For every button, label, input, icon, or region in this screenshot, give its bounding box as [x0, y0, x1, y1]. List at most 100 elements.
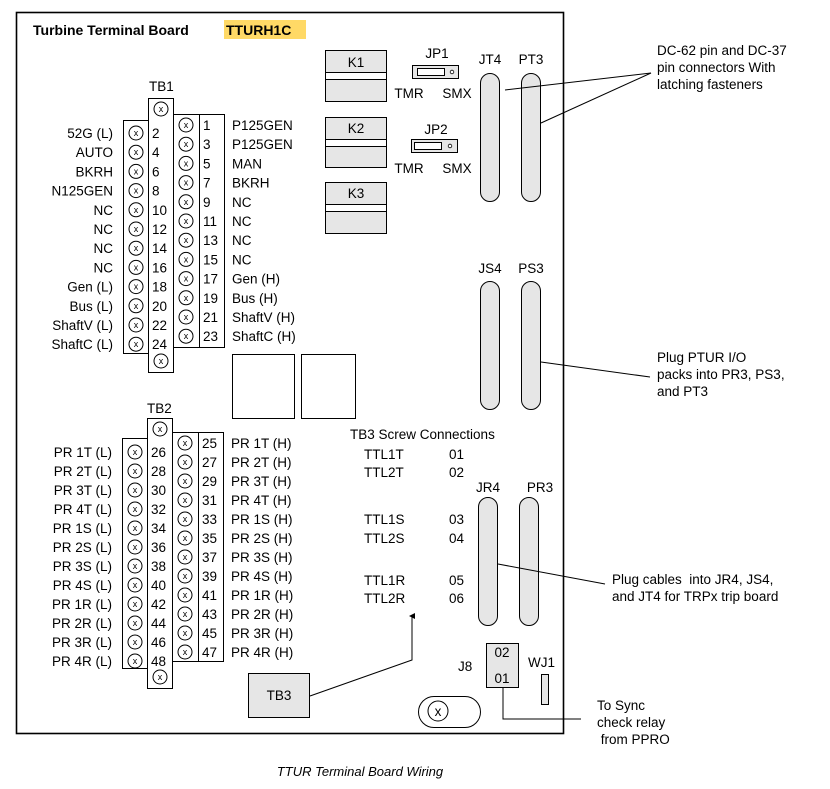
screw-glyph: x — [183, 609, 188, 619]
screw-glyph: x — [133, 618, 138, 628]
terminal-screw[interactable]: x — [177, 435, 193, 451]
terminal-screw[interactable]: x — [178, 136, 194, 152]
annotation-trpx-cables: Plug cables into JR4, JS4,and JT4 for TR… — [612, 572, 778, 604]
pin-number: 47 — [202, 645, 217, 660]
terminal-screw[interactable]: x — [127, 615, 143, 631]
terminal-screw[interactable]: x — [177, 473, 193, 489]
terminal-screw[interactable]: x — [128, 317, 144, 333]
j8-pin-bottom: 01 — [494, 671, 509, 686]
terminal-screw[interactable]: x — [177, 625, 193, 641]
terminal-screw[interactable]: x — [127, 634, 143, 650]
screw-glyph: x — [134, 205, 139, 215]
terminal-screw[interactable]: x — [127, 444, 143, 460]
connector-jr4[interactable] — [478, 497, 498, 626]
terminal-screw[interactable]: x — [178, 309, 194, 325]
terminal-block-tb3[interactable] — [248, 673, 310, 718]
jumper-jp2[interactable]: JP2 TMR SMX — [394, 122, 471, 176]
screw-glyph: x — [184, 274, 189, 284]
pin-signal-label: Bus (H) — [232, 291, 278, 306]
pin-signal-label: PR 4R (L) — [52, 654, 112, 669]
jumper-wj1[interactable] — [541, 674, 549, 705]
terminal-screw[interactable]: x — [178, 328, 194, 344]
terminal-screw[interactable]: x — [177, 644, 193, 660]
pin-signal-label: N125GEN — [51, 184, 113, 199]
pin-signal-label: NC — [94, 260, 114, 275]
pin-signal-label: ShaftC (H) — [232, 329, 296, 344]
terminal-screw[interactable]: x — [127, 520, 143, 536]
terminal-screw[interactable]: x — [177, 549, 193, 565]
terminal-screw[interactable]: x — [127, 577, 143, 593]
pin-number: 43 — [202, 607, 217, 622]
terminal-screw[interactable]: x — [177, 492, 193, 508]
connector-pr3[interactable] — [519, 497, 539, 626]
screw-glyph: x — [184, 197, 189, 207]
terminal-screw[interactable]: x — [127, 463, 143, 479]
terminal-screw[interactable]: x — [128, 221, 144, 237]
terminal-screw[interactable]: x — [127, 501, 143, 517]
terminal-screw[interactable]: x — [177, 454, 193, 470]
terminal-screw[interactable]: x — [127, 596, 143, 612]
tb2-bottom-screw[interactable]: x — [152, 669, 168, 685]
tb2-top-screw[interactable]: x — [152, 421, 168, 437]
pin-signal-label: PR 2T (H) — [231, 455, 292, 470]
terminal-screw[interactable]: x — [177, 587, 193, 603]
terminal-screw[interactable]: x — [177, 568, 193, 584]
annotation-line: DC-62 pin and DC-37 — [657, 43, 787, 58]
terminal-screw[interactable]: x — [128, 336, 144, 352]
screw-glyph: x — [183, 628, 188, 638]
tb3-row-name: TTL1T — [364, 447, 404, 462]
terminal-screw[interactable]: x — [178, 232, 194, 248]
connector-jt4[interactable] — [480, 73, 500, 202]
terminal-screw[interactable]: x — [128, 163, 144, 179]
connector-jr4-label: JR4 — [476, 480, 500, 495]
screw-glyph: x — [133, 656, 138, 666]
pin-number: 48 — [151, 654, 166, 669]
terminal-screw[interactable]: x — [178, 251, 194, 267]
terminal-screw[interactable]: x — [128, 125, 144, 141]
terminal-screw[interactable]: x — [178, 290, 194, 306]
terminal-screw[interactable]: x — [178, 155, 194, 171]
terminal-screw[interactable]: x — [127, 539, 143, 555]
leader-jr4 — [497, 563, 606, 585]
screw-glyph: x — [184, 139, 189, 149]
terminal-screw[interactable]: x — [178, 175, 194, 191]
terminal-screw[interactable]: x — [128, 259, 144, 275]
pin-number: 40 — [151, 578, 166, 593]
connector-ps3[interactable] — [521, 281, 541, 410]
pin-signal-label: ShaftV (L) — [52, 318, 113, 333]
screw-glyph: x — [133, 466, 138, 476]
terminal-screw[interactable]: x — [178, 117, 194, 133]
screw-glyph: x — [134, 301, 139, 311]
terminal-screw[interactable]: x — [177, 530, 193, 546]
terminal-screw[interactable]: x — [127, 558, 143, 574]
jumper-jp1-smx: SMX — [442, 86, 471, 101]
terminal-screw[interactable]: x — [128, 240, 144, 256]
connector-j8[interactable] — [486, 643, 519, 688]
pin-number: 6 — [152, 164, 160, 179]
terminal-screw[interactable]: x — [177, 606, 193, 622]
connector-pr3-label: PR3 — [527, 480, 553, 495]
connector-js4[interactable] — [480, 281, 500, 410]
tb1-bottom-screw[interactable]: x — [153, 353, 169, 369]
terminal-screw[interactable]: x — [128, 279, 144, 295]
annotation-line: and JT4 for TRPx trip board — [612, 589, 778, 604]
terminal-screw[interactable]: x — [128, 183, 144, 199]
jumper-jp1[interactable]: JP1 TMR SMX — [394, 46, 471, 101]
terminal-screw[interactable]: x — [178, 271, 194, 287]
terminal-screw[interactable]: x — [128, 298, 144, 314]
terminal-screw[interactable]: x — [178, 213, 194, 229]
connector-pt3[interactable] — [521, 73, 541, 202]
terminal-screw[interactable]: x — [128, 144, 144, 160]
terminal-screw[interactable]: x — [127, 653, 143, 669]
terminal-screw[interactable]: x — [178, 194, 194, 210]
terminal-screw[interactable]: x — [127, 482, 143, 498]
tb1-top-screw[interactable]: x — [153, 101, 169, 117]
tb3-heading: TB3 Screw Connections — [350, 427, 495, 442]
terminal-screw[interactable]: x — [128, 202, 144, 218]
annotation-line: check relay — [597, 715, 666, 730]
screw-glyph: x — [183, 590, 188, 600]
terminal-screw[interactable]: x — [177, 511, 193, 527]
pin-signal-label: AUTO — [76, 145, 113, 160]
